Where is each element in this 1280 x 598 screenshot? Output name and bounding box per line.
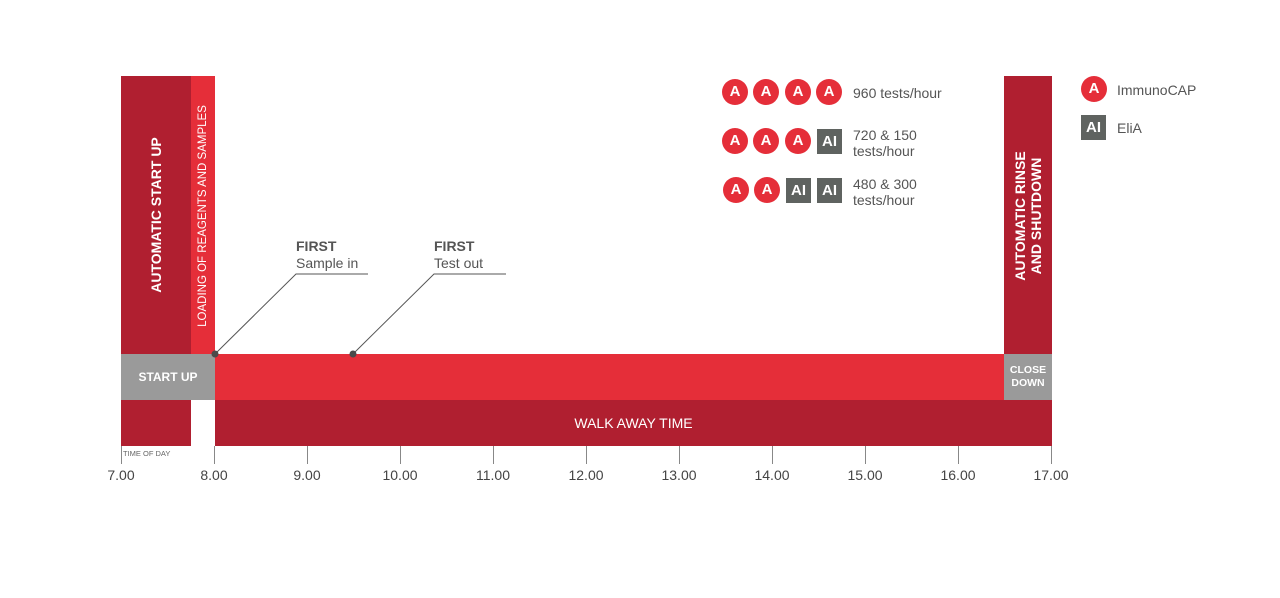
throughput-row-2-line1: 720 & 150 xyxy=(853,127,917,143)
immunocap-badge-icon: A xyxy=(722,128,748,154)
axis-tick-line xyxy=(307,446,308,464)
first-test-dot xyxy=(349,350,357,358)
immunocap-badge-icon: A xyxy=(816,79,842,105)
elia-badge-icon: AI xyxy=(817,178,842,203)
immunocap-badge-icon: A xyxy=(753,128,779,154)
axis-tick-label: 8.00 xyxy=(200,467,228,483)
close-label-line2: DOWN xyxy=(1011,377,1045,389)
start-up-block: START UP xyxy=(121,354,215,400)
time-of-day-block xyxy=(121,400,191,446)
axis-tick-label: 10.00 xyxy=(382,467,418,483)
throughput-row-3-line1: 480 & 300 xyxy=(853,176,917,192)
first-sample-leader xyxy=(214,273,368,355)
immunocap-badge-icon: A xyxy=(785,79,811,105)
close-label-line1: CLOSE xyxy=(1009,364,1047,376)
first-sample-dot xyxy=(211,350,219,358)
throughput-row-3-line2: tests/hour xyxy=(853,192,915,208)
first-sample-sub: Sample in xyxy=(296,255,359,271)
axis-tick-line xyxy=(400,446,401,464)
throughput-row-2-line2: tests/hour xyxy=(853,143,915,159)
legend-elia-label: EliA xyxy=(1117,120,1142,136)
axis-tick-line xyxy=(958,446,959,464)
axis-tick-label: 12.00 xyxy=(568,467,604,483)
elia-badge-icon: AI xyxy=(786,178,811,203)
automatic-start-up-block: AUTOMATIC START UP xyxy=(121,76,191,354)
immunocap-badge-icon: A xyxy=(785,128,811,154)
axis-tick-line xyxy=(865,446,866,464)
legend-elia-icon: AI xyxy=(1081,115,1106,140)
axis-tick-label: 14.00 xyxy=(754,467,790,483)
run-bar xyxy=(215,354,1004,400)
axis-tick-label: 17.00 xyxy=(1033,467,1069,483)
time-of-day-label: TIME OF DAY xyxy=(123,449,171,458)
walk-away-label: WALK AWAY TIME xyxy=(574,415,693,431)
axis-tick-line xyxy=(214,446,215,464)
immunocap-badge-icon: A xyxy=(722,79,748,105)
start-up-label: START UP xyxy=(138,370,198,384)
first-test-leader xyxy=(352,273,506,355)
first-sample-title: FIRST xyxy=(296,238,337,254)
first-sample-callout: FIRST Sample in xyxy=(296,238,358,272)
first-test-callout: FIRST Test out xyxy=(434,238,483,272)
elia-badge-icon: AI xyxy=(817,129,842,154)
axis-tick-line xyxy=(679,446,680,464)
automatic-rinse-block: AUTOMATIC RINSE AND SHUTDOWN xyxy=(1004,76,1052,354)
first-test-title: FIRST xyxy=(434,238,475,254)
loading-block: LOADING OF REAGENTS AND SAMPLES xyxy=(191,76,215,354)
axis-tick-label: 16.00 xyxy=(940,467,976,483)
axis-tick-line xyxy=(586,446,587,464)
axis-tick-line xyxy=(1051,446,1052,464)
axis-tick-label: 7.00 xyxy=(107,467,135,483)
axis-tick-line xyxy=(493,446,494,464)
immunocap-badge-icon: A xyxy=(723,177,749,203)
axis-tick-line xyxy=(121,446,122,464)
axis-tick-label: 13.00 xyxy=(661,467,697,483)
axis-tick-label: 9.00 xyxy=(293,467,321,483)
axis-tick-line xyxy=(772,446,773,464)
close-down-block: CLOSE DOWN xyxy=(1004,354,1052,400)
throughput-row-1-line1: 960 tests/hour xyxy=(853,85,942,101)
legend-immunocap-icon: A xyxy=(1081,76,1107,102)
legend-immunocap-label: ImmunoCAP xyxy=(1117,82,1197,98)
axis-tick-label: 11.00 xyxy=(476,467,510,483)
immunocap-badge-icon: A xyxy=(754,177,780,203)
axis-tick-label: 15.00 xyxy=(847,467,883,483)
first-test-sub: Test out xyxy=(434,255,484,271)
immunocap-badge-icon: A xyxy=(753,79,779,105)
walk-away-block: WALK AWAY TIME xyxy=(215,400,1052,446)
